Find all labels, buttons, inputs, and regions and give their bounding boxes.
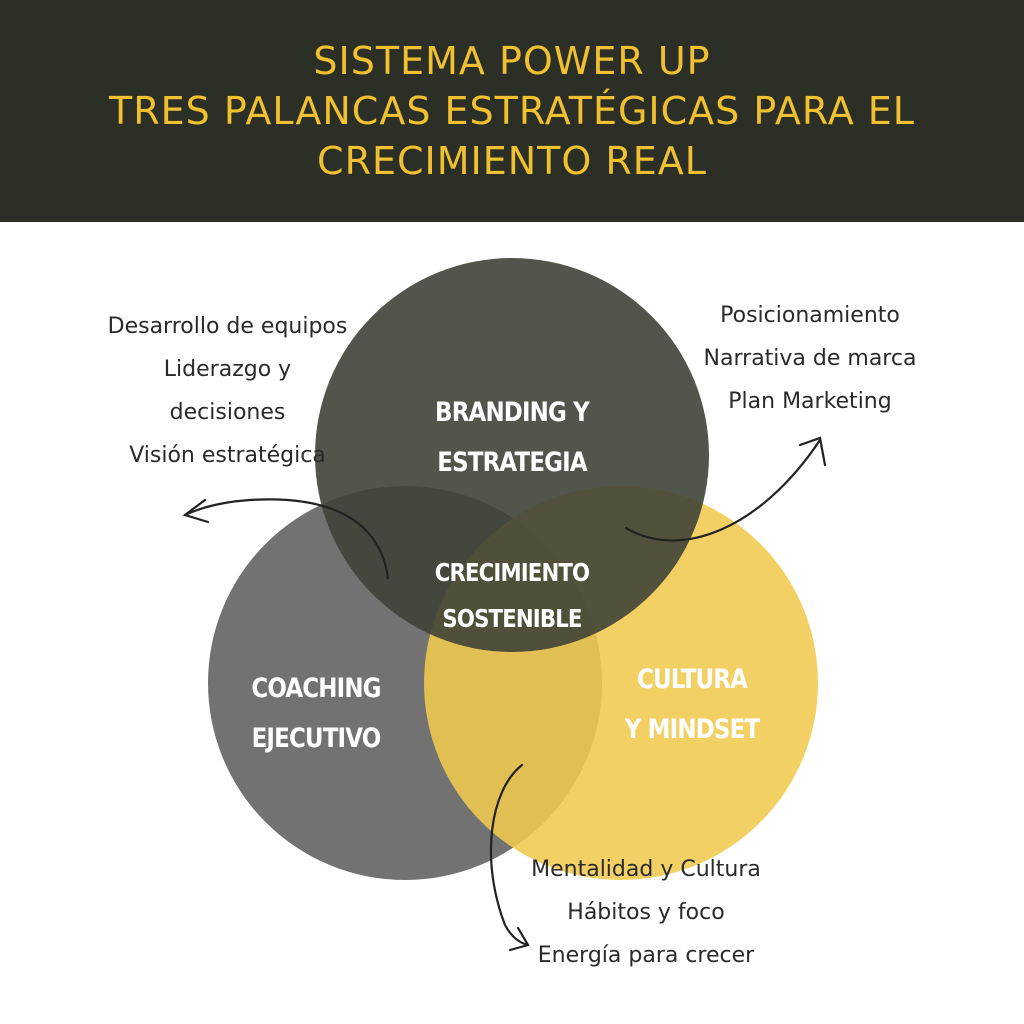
label-branding-line-1: BRANDING Y xyxy=(435,397,590,428)
list-item: Narrativa de marca xyxy=(703,346,917,371)
circle-branding xyxy=(315,258,709,652)
arrow-left-head xyxy=(182,498,210,524)
list-item: Posicionamiento xyxy=(720,303,900,328)
arrow-right xyxy=(624,438,822,542)
list-item: Plan Marketing xyxy=(728,389,892,414)
title-line-1: SISTEMA POWER UP xyxy=(313,39,711,83)
list-coaching: Desarrollo de equipos Liderazgo y decisi… xyxy=(70,305,385,477)
title-banner: SISTEMA POWER UP TRES PALANCAS ESTRATÉGI… xyxy=(0,0,1024,222)
label-cultura: CULTURA Y MINDSET xyxy=(582,655,803,755)
label-coaching-line-2: EJECUTIVO xyxy=(251,723,382,754)
label-cultura-line-1: CULTURA xyxy=(636,664,748,695)
label-coaching-line-1: COACHING xyxy=(251,673,381,704)
label-branding-line-2: ESTRATEGIA xyxy=(437,447,587,478)
label-center: CRECIMIENTO SOSTENIBLE xyxy=(402,550,623,642)
label-cultura-line-2: Y MINDSET xyxy=(624,714,760,745)
label-center-line-1: CRECIMIENTO xyxy=(434,558,590,587)
list-item: Mentalidad y Cultura xyxy=(531,857,761,882)
arrow-bottom xyxy=(489,763,530,947)
list-item: Energía para crecer xyxy=(537,943,755,968)
arrow-right-head xyxy=(798,436,827,467)
title-line-2: TRES PALANCAS ESTRATÉGICAS PARA EL xyxy=(109,89,915,133)
list-item: decisiones xyxy=(169,400,286,425)
list-branding: Posicionamiento Narrativa de marca Plan … xyxy=(665,294,955,423)
label-coaching: COACHING EJECUTIVO xyxy=(206,664,427,764)
list-item: Desarrollo de equipos xyxy=(107,314,348,339)
title-line-3: CRECIMIENTO REAL xyxy=(317,139,707,183)
arrow-bottom-head xyxy=(508,926,530,952)
list-item: Visión estratégica xyxy=(129,443,326,468)
list-cultura: Mentalidad y Cultura Hábitos y foco Ener… xyxy=(496,848,796,977)
list-item: Hábitos y foco xyxy=(567,900,725,925)
label-center-line-2: SOSTENIBLE xyxy=(442,604,582,633)
arrow-left xyxy=(183,498,390,580)
label-branding: BRANDING Y ESTRATEGIA xyxy=(402,388,623,488)
list-item: Liderazgo y xyxy=(163,357,292,382)
